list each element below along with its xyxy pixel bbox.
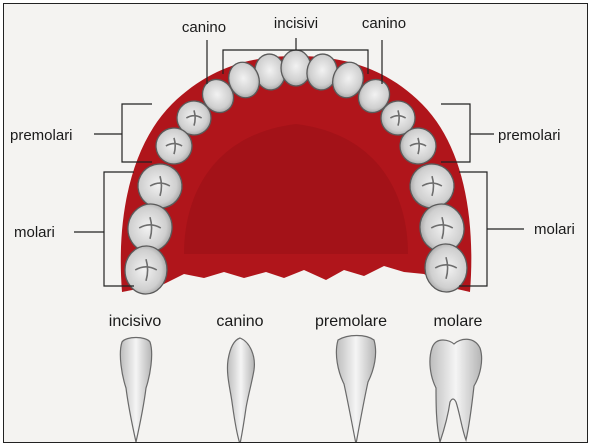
- diagram-frame: canino incisivi canino premolari premola…: [3, 3, 588, 443]
- label-premolari-left: premolari: [10, 127, 73, 144]
- dental-arch-diagram: canino incisivi canino premolari premola…: [4, 4, 588, 443]
- molar-tooth-icon: [430, 339, 482, 442]
- label-premolare: premolare: [315, 313, 387, 330]
- label-canino: canino: [216, 313, 263, 330]
- premolar-tooth-icon: [336, 336, 375, 444]
- incisor-tooth: [281, 50, 311, 86]
- incisor-tooth-icon: [120, 338, 151, 443]
- canine-tooth-icon: [227, 338, 254, 443]
- label-incisivo: incisivo: [109, 313, 162, 330]
- label-molari-left: molari: [14, 224, 55, 241]
- label-canino-left: canino: [182, 19, 226, 36]
- molar-tooth-left: [124, 245, 168, 294]
- label-molari-right: molari: [534, 221, 575, 238]
- label-canino-right: canino: [362, 15, 406, 32]
- label-premolari-right: premolari: [498, 127, 561, 144]
- molar-tooth-right: [424, 243, 468, 292]
- label-molare: molare: [434, 313, 483, 330]
- label-incisivi: incisivi: [274, 15, 318, 32]
